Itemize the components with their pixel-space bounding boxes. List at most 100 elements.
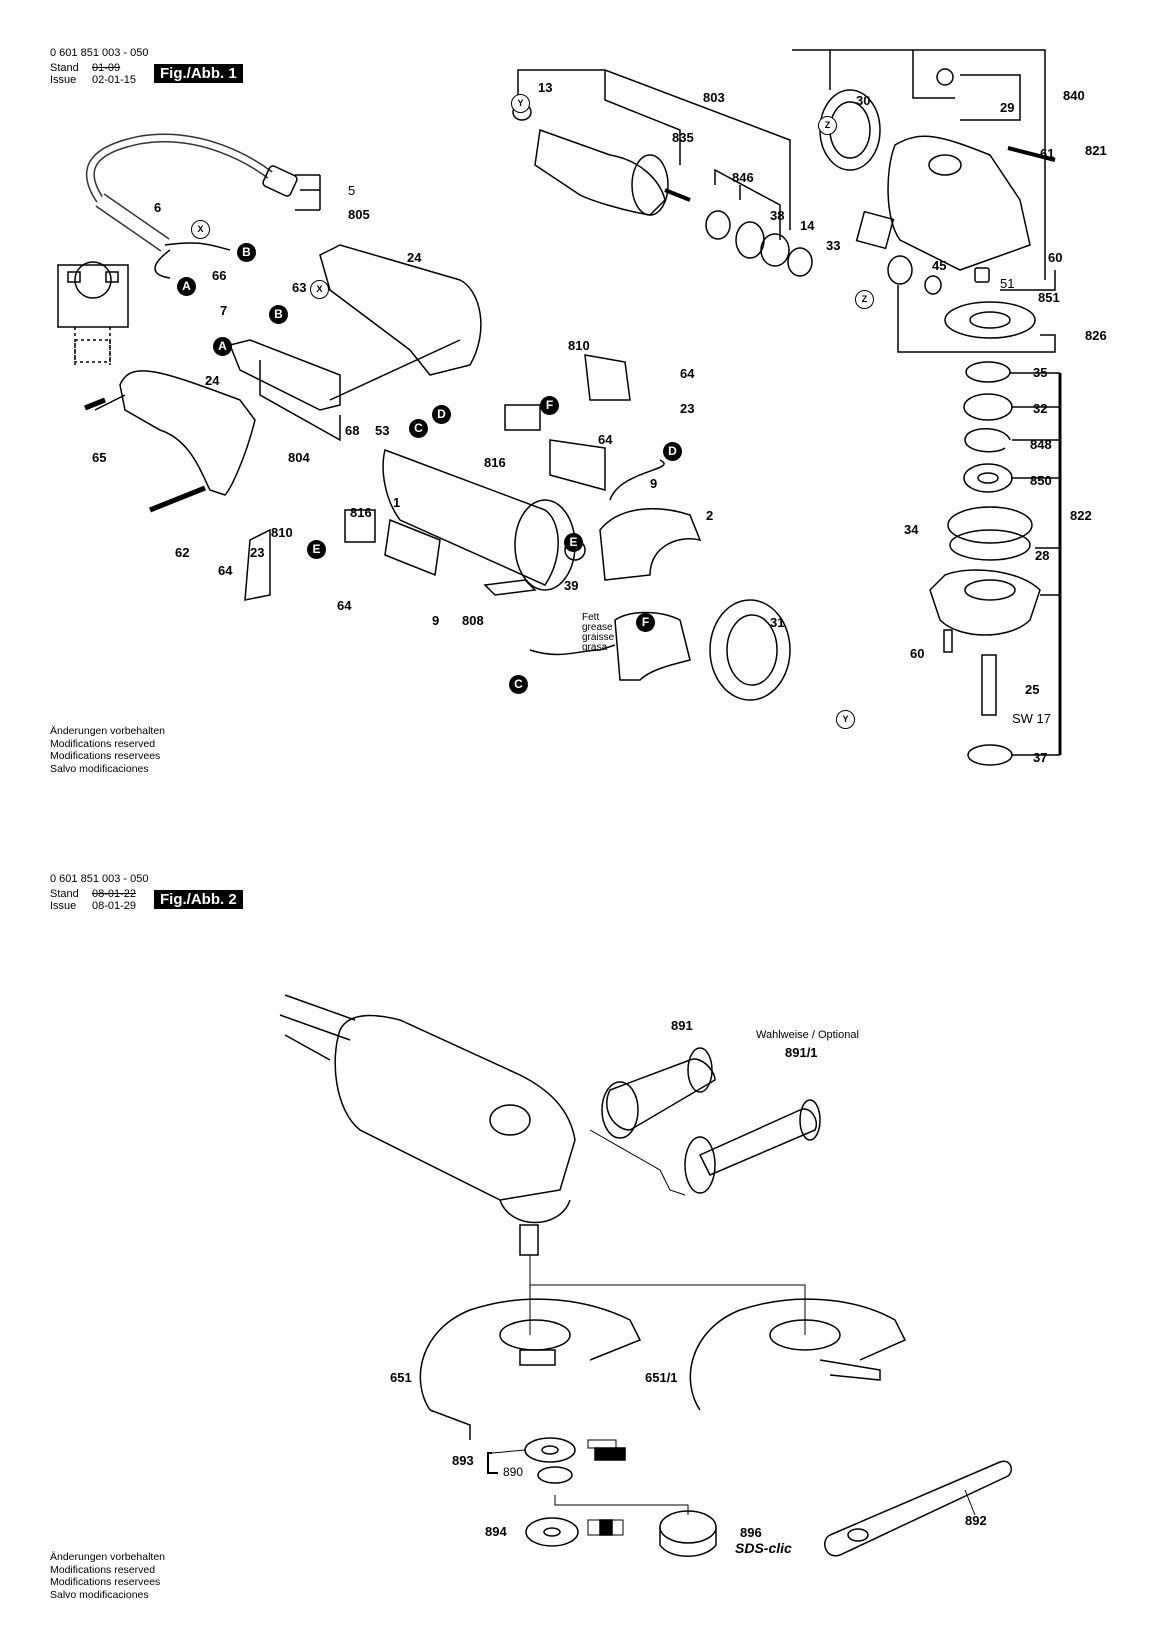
clamping-nut-894 [525, 1517, 579, 1547]
label-9a [549, 439, 606, 491]
figure-label-2: Fig./Abb. 2 [154, 890, 243, 909]
callout-2: 2 [706, 508, 714, 523]
callout-651-1: 651/1 [645, 1370, 678, 1385]
callout-33: 33 [826, 238, 841, 253]
wheel-guard-651-1 [689, 1298, 907, 1411]
footer-line-en: Modifications reserved [50, 1563, 156, 1576]
spindle-25 [981, 654, 997, 716]
brush-cap-23 [584, 354, 631, 401]
connector-c-marker-2: C [509, 675, 528, 694]
footer-line-fr: Modifications reservees [50, 750, 161, 762]
callout-892: 892 [965, 1513, 987, 1528]
callout-35: 35 [1033, 365, 1048, 380]
optional-note: Wahlweise / Optional [756, 1029, 859, 1041]
callout-13: 13 [538, 80, 553, 95]
callout-808: 808 [462, 613, 484, 628]
spanner-892 [824, 1460, 1012, 1557]
flange [929, 569, 1041, 636]
grease-note-en: grease [582, 622, 613, 633]
connector-f-marker-2: F [636, 613, 655, 632]
callout-804: 804 [288, 450, 310, 465]
o-ring-890 [537, 1466, 573, 1484]
stand-label-2: Stand [50, 888, 79, 900]
wiring-schematic [57, 264, 129, 328]
callout-891-1: 891/1 [785, 1045, 818, 1060]
callout-835: 835 [672, 130, 694, 145]
callout-821: 821 [1085, 143, 1107, 158]
field-2b [614, 611, 691, 681]
callout-6: 6 [154, 200, 162, 215]
connector-a-marker: A [177, 277, 196, 296]
footer-line-es: Salvo modificaciones [50, 1588, 149, 1601]
quick-clamp-nut-896 [659, 1510, 717, 1544]
bearing-33 [787, 247, 813, 277]
callout-826: 826 [1085, 328, 1107, 343]
callout-822: 822 [1070, 508, 1092, 523]
callout-60: 60 [1048, 250, 1063, 265]
footer-line-fr: Modifications reservees [50, 1576, 161, 1588]
callout-34: 34 [904, 522, 919, 537]
callout-891: 891 [671, 1018, 693, 1033]
connector-a-marker-2: A [213, 337, 232, 356]
bearing-35 [965, 361, 1011, 383]
connector-x-marker: X [191, 220, 210, 239]
connector-x-marker-2: X [310, 280, 329, 299]
callout-7: 7 [220, 303, 228, 318]
callout-896: 896 [740, 1525, 762, 1540]
connector-f-marker: F [540, 396, 559, 415]
callout-1: 1 [393, 495, 401, 510]
gear-826 [944, 301, 1036, 339]
stand-value-2: 08-01-22 [92, 888, 137, 900]
callout-65: 65 [92, 450, 107, 465]
brush-plate [855, 210, 895, 250]
handle-24-top [319, 244, 482, 376]
switch-assembly [228, 339, 341, 411]
callout-64a: 64 [680, 366, 695, 381]
callout-62: 62 [175, 545, 190, 560]
stand-value: 01-09 [92, 62, 121, 74]
callout-23b: 23 [250, 545, 265, 560]
angle-grinder-body [279, 994, 576, 1256]
callout-651: 651 [390, 1370, 412, 1385]
aux-handle-891 [606, 1058, 716, 1131]
callout-61: 61 [1040, 146, 1055, 161]
callout-32: 32 [1033, 401, 1048, 416]
connector-y-marker-2: Y [836, 710, 855, 729]
callout-816b: 816 [350, 505, 372, 520]
issue-value-2: 08-01-29 [92, 900, 137, 912]
issue-label: Issue [50, 74, 77, 86]
callout-24a: 24 [407, 250, 422, 265]
handle-24-bottom [119, 370, 256, 496]
stand-label: Stand [50, 62, 79, 74]
connector-d-marker-2: D [663, 442, 682, 461]
label-808 [483, 579, 537, 596]
callout-803: 803 [703, 90, 725, 105]
callout-846: 846 [732, 170, 754, 185]
label-9b [384, 518, 441, 577]
callout-5: 5 [348, 183, 356, 198]
gear-housing [887, 135, 1031, 271]
connector-d-marker: D [432, 405, 451, 424]
callout-30: 30 [856, 93, 871, 108]
callout-840: 840 [1063, 88, 1085, 103]
o-ring-28 [949, 529, 1031, 561]
connector-b-marker-2: B [269, 305, 288, 324]
callout-sw17: SW 17 [1012, 711, 1052, 726]
brush-holder-816b [344, 509, 376, 543]
issue-label-2: Issue [50, 900, 77, 912]
callout-64b: 64 [598, 432, 613, 447]
flange-893 [524, 1437, 576, 1463]
callout-64d: 64 [337, 598, 352, 613]
screw-60 [943, 629, 953, 653]
footer-line-es: Salvo modificaciones [50, 762, 149, 775]
callout-9b: 9 [432, 613, 440, 628]
connector-z-marker: Z [818, 116, 837, 135]
callout-9a: 9 [650, 476, 658, 491]
callout-60b: 60 [910, 646, 925, 661]
connector-e-marker: E [564, 533, 583, 552]
callout-810: 810 [568, 338, 590, 353]
callout-816a: 816 [484, 455, 506, 470]
brush-cap-23b [244, 528, 271, 601]
exploded-view-fig1 [57, 49, 1062, 766]
callout-29: 29 [1000, 100, 1015, 115]
